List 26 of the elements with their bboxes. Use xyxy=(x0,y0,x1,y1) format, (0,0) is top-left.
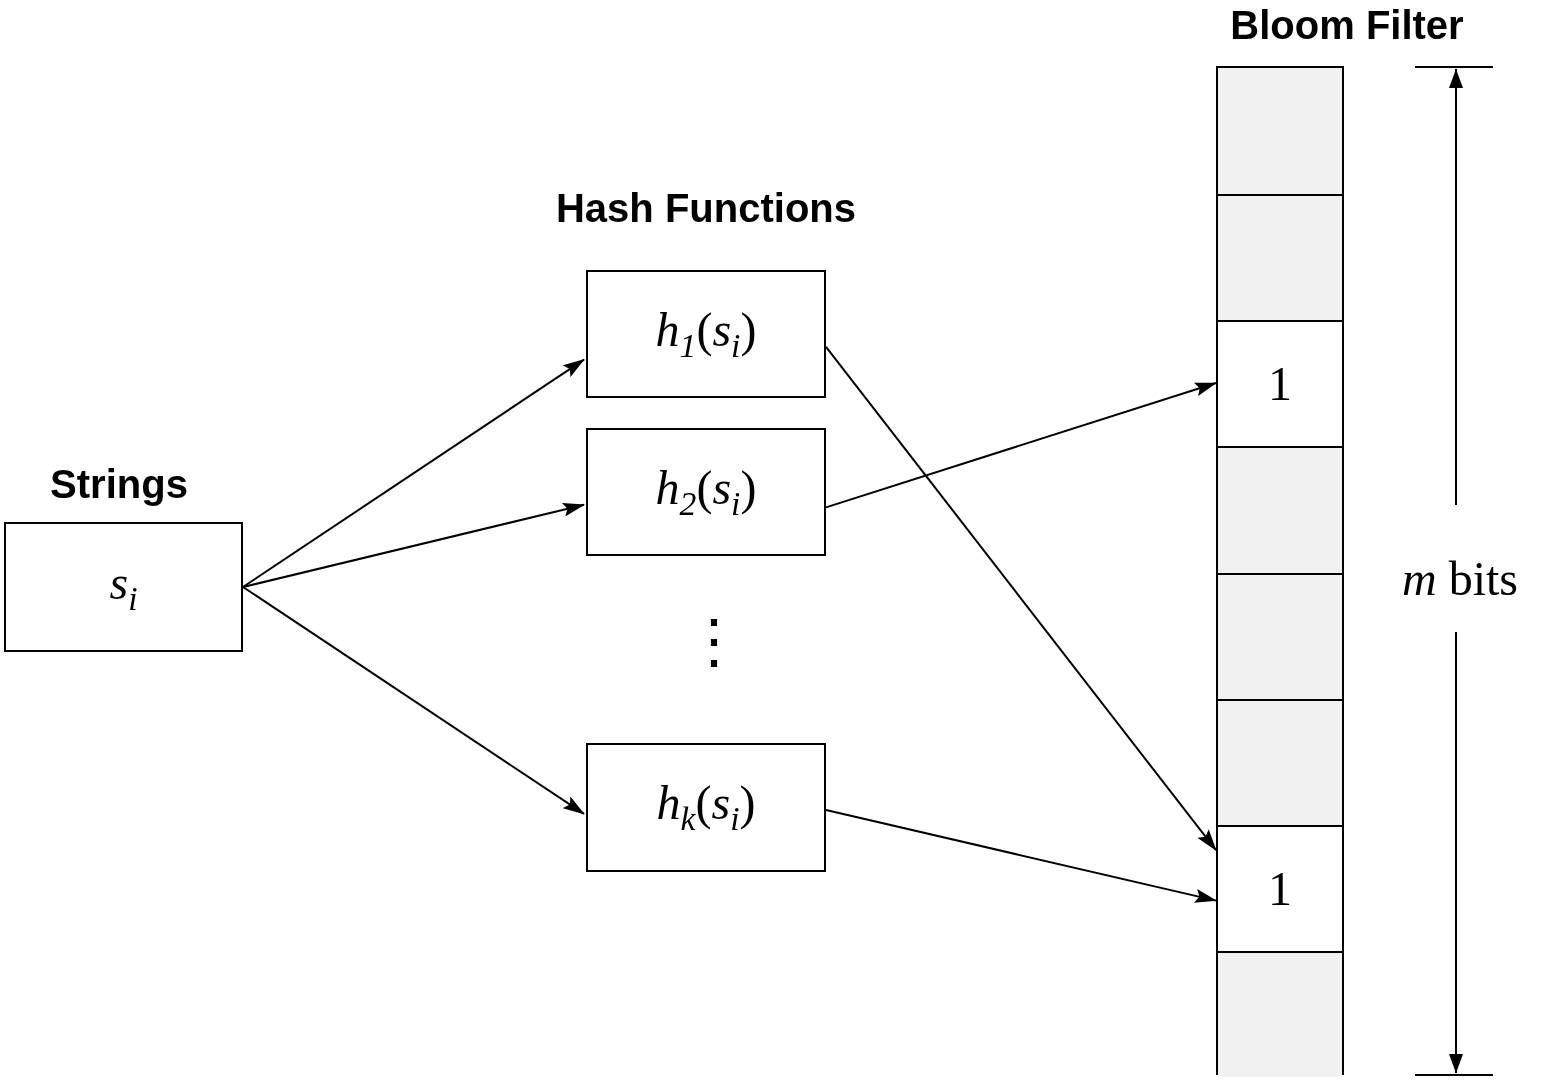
hash-function-box xyxy=(586,428,826,556)
arrow xyxy=(825,345,1217,852)
math-expression: h$_{2}$(s$_{i}$) xyxy=(655,463,757,521)
math-expression: h$_{k}$(s$_{i}$) xyxy=(656,779,756,836)
arrow xyxy=(825,809,1217,903)
bit-cell xyxy=(1218,573,1342,699)
arrow xyxy=(242,586,585,815)
bit-cell xyxy=(1218,446,1342,573)
math-expression: h$_{1}$(s$_{i}$) xyxy=(655,305,757,363)
heading: Hash Functions xyxy=(556,188,856,228)
arrow xyxy=(825,382,1217,509)
bit-value: 1 xyxy=(1268,360,1292,408)
ellipsis: ⋮ xyxy=(684,612,744,672)
arrow xyxy=(242,502,585,588)
heading: Strings xyxy=(50,464,188,504)
bit-cell xyxy=(1218,68,1342,194)
bit-cell xyxy=(1218,699,1342,825)
bit-value: 1 xyxy=(1268,865,1292,913)
math-expression: s$_{i}$ xyxy=(109,558,138,616)
hash-function-box xyxy=(586,743,826,872)
bit-cell xyxy=(1218,951,1342,1077)
hash-function-box xyxy=(586,270,826,398)
dimension-label: m bits xyxy=(1402,555,1518,603)
arrow xyxy=(242,358,585,588)
bit-cell xyxy=(1218,194,1342,320)
heading: Bloom Filter xyxy=(1230,5,1464,45)
